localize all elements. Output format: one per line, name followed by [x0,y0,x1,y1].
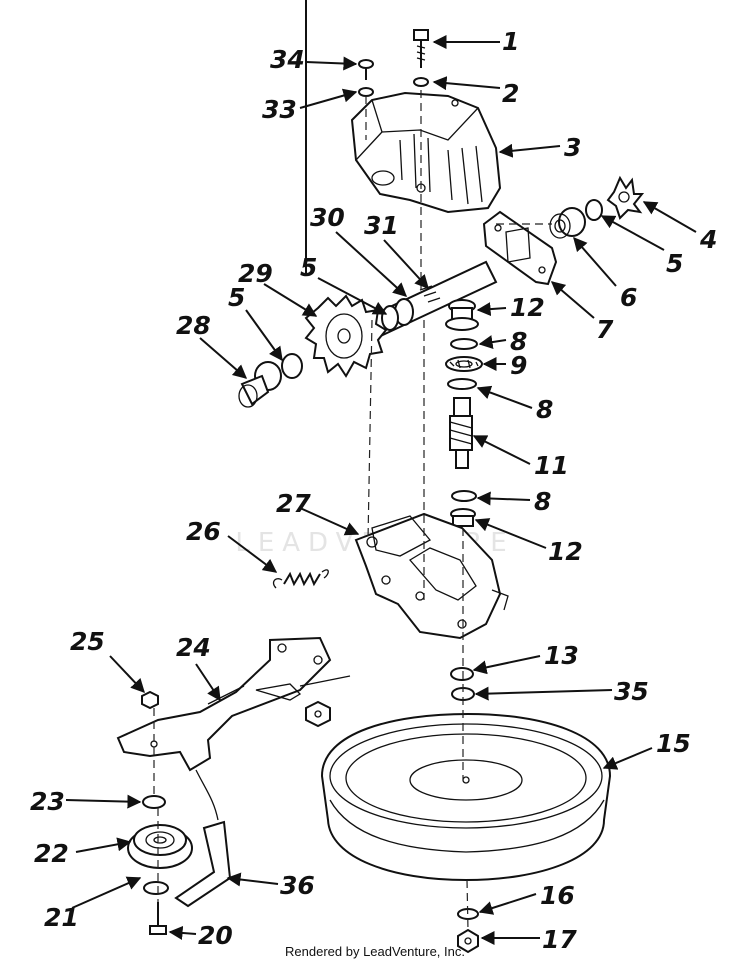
worm-shaft-11-part [449,397,473,469]
callout-33: 33 [262,95,297,124]
callout-1: 1 [502,27,519,56]
callout-4: 4 [699,225,717,254]
nut-25-part [141,690,159,710]
lower-housing-27-part [354,512,509,640]
washer-2-part [413,77,429,87]
callout-8-bottom: 8 [534,487,551,516]
bushing-6-part [549,207,586,239]
bushing-12-top-part [445,299,479,331]
bushing-12-bottom-part [450,508,476,527]
callout-5-right: 5 [666,249,683,278]
callout-36: 36 [280,871,315,900]
callout-12-top: 12 [510,293,545,322]
washer-21-part [143,881,169,895]
callout-5-upper: 5 [300,253,317,282]
callout-20: 20 [198,921,233,950]
washer-13-part [450,667,474,681]
sprocket-4-part [606,175,645,220]
callout-5-left: 5 [228,283,245,312]
plate-7-part [482,210,558,286]
callout-3: 3 [564,133,581,162]
nut-arm-part [305,700,331,728]
callout-26: 26 [186,517,221,546]
callout-16: 16 [540,881,575,910]
callout-6: 6 [620,283,637,312]
callout-11: 11 [534,451,569,480]
bolt-20-part [149,902,167,935]
callout-28: 28 [176,311,211,340]
callout-13: 13 [544,641,579,670]
washer-23-part [142,795,166,809]
nut-17-part [457,928,479,954]
callout-12-bottom: 12 [548,537,583,566]
callout-22: 22 [34,839,69,868]
callout-27: 27 [276,489,311,518]
callout-30: 30 [310,203,345,232]
washer-8-top-part [450,338,478,350]
upper-housing-part [350,91,502,214]
callout-15: 15 [656,729,691,758]
callout-31: 31 [364,211,399,240]
washer-8-bottom-part [451,490,477,502]
callout-9: 9 [510,351,527,380]
callout-8-mid: 8 [536,395,553,424]
credit-text: Rendered by LeadVenture, Inc. [285,944,465,959]
washer-8-mid-part [447,378,477,390]
gear-29-part [304,294,388,378]
callout-34: 34 [270,45,305,74]
pulley-15-part [320,712,612,882]
washer-33-part [358,87,374,97]
callout-7: 7 [596,315,614,344]
callout-17: 17 [542,925,577,954]
callout-23: 23 [30,787,65,816]
idler-pulley-22-part [127,824,193,869]
callout-21: 21 [44,903,79,932]
callout-35: 35 [614,677,649,706]
callout-numbers: 1 2 3 4 5 6 7 5 5 8 8 8 9 11 12 12 13 15… [30,27,717,954]
callout-25: 25 [70,627,105,656]
callout-2: 2 [502,79,519,108]
bushing-28-part [238,361,282,408]
bearing-9-part [445,356,483,372]
spring-26-part [272,569,329,589]
washer-5-left-part [281,353,303,379]
bracket-36-part [174,769,232,908]
screw-34-part [358,59,374,80]
leader-lines [65,0,697,945]
callout-8-top: 8 [510,327,527,356]
washer-5-right-part [585,199,603,221]
assembly-centerlines [153,90,552,931]
bolt-1-part [413,29,429,68]
callout-29: 29 [238,259,273,288]
callout-24: 24 [176,633,211,662]
